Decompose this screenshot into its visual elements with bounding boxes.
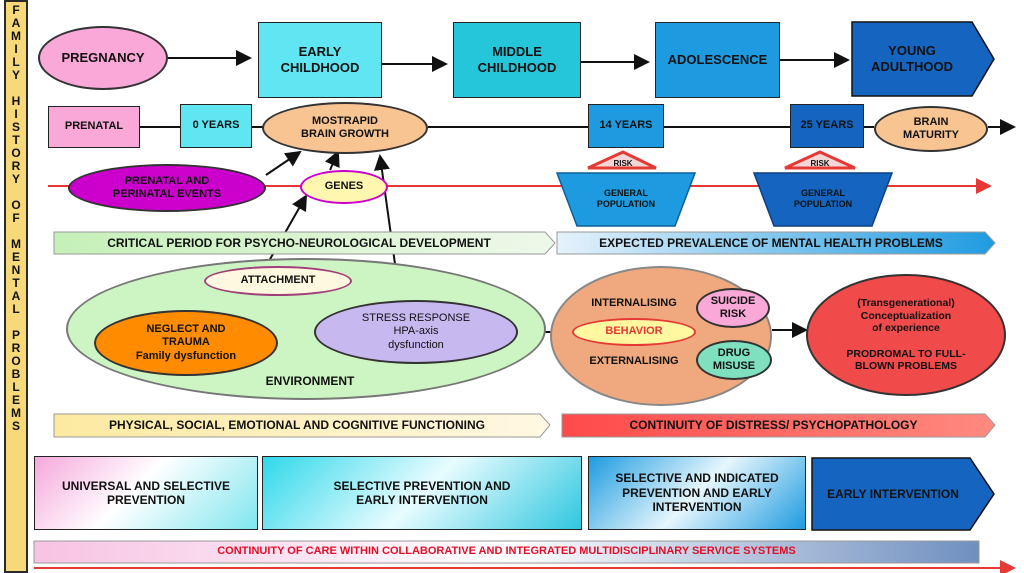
pregnancy-stage: PREGNANCY bbox=[38, 26, 168, 90]
neglect-trauma: NEGLECT AND TRAUMA Family dysfunction bbox=[94, 310, 278, 376]
brain-maturity: BRAIN MATURITY bbox=[874, 106, 988, 152]
fourteen-years-box: 14 YEARS bbox=[588, 104, 664, 148]
family-history-sidebar: F A M I L Y H I S T O R Y O F M E N T A … bbox=[4, 0, 28, 573]
critical-period-banner-shape bbox=[53, 231, 556, 255]
critical-period-banner: CRITICAL PERIOD FOR PSYCHO-NEUROLOGICAL … bbox=[107, 235, 491, 250]
middle-childhood-stage: MIDDLE CHILDHOOD bbox=[453, 22, 581, 98]
internalising-label: INTERNALISING bbox=[591, 297, 677, 310]
risk-triangle-25 bbox=[784, 150, 856, 170]
sidebar-label: F A M I L Y H I S T O R Y O F M E N T A … bbox=[11, 3, 21, 433]
attachment: ATTACHMENT bbox=[204, 266, 352, 296]
twentyfive-years-box: 25 YEARS bbox=[790, 104, 864, 148]
selective-prevention-early-intervention: SELECTIVE PREVENTION AND EARLY INTERVENT… bbox=[262, 456, 582, 530]
functioning-banner: PHYSICAL, SOCIAL, EMOTIONAL AND COGNITIV… bbox=[108, 418, 485, 433]
drug-misuse: DRUG MISUSE bbox=[696, 340, 772, 380]
continuity-distress-banner: CONTINUITY OF DISTRESS/ PSYCHOPATHOLOGY bbox=[629, 418, 918, 433]
outcome-ellipse: (Transgenerational) Conceptualization of… bbox=[806, 274, 1006, 396]
most-rapid-brain-growth: MOSTRAPID BRAIN GROWTH bbox=[262, 102, 428, 154]
behavior-ellipse: BEHAVIOR bbox=[572, 318, 696, 346]
selective-indicated-prevention: SELECTIVE AND INDICATED PREVENTION AND E… bbox=[588, 456, 806, 530]
early-childhood-stage: EARLY CHILDHOOD bbox=[258, 22, 382, 98]
functioning-banner-shape bbox=[53, 413, 551, 438]
suicide-risk: SUICIDE RISK bbox=[696, 288, 770, 328]
early-intervention: EARLY INTERVENTION bbox=[827, 486, 959, 501]
prenatal-perinatal-events: PRENATAL AND PERINATAL EVENTS bbox=[68, 164, 266, 212]
general-population-14: GENERAL POPULATION bbox=[596, 188, 656, 209]
risk-label-14: RISK bbox=[613, 159, 633, 169]
externalising-label: EXTERNALISING bbox=[589, 355, 679, 368]
continuity-of-care-footer: CONTINUITY OF CARE WITHIN COLLABORATIVE … bbox=[217, 545, 796, 558]
prevalence-banner-shape bbox=[556, 231, 996, 255]
risk-label-25: RISK bbox=[810, 159, 830, 169]
universal-selective-prevention: UNIVERSAL AND SELECTIVE PREVENTION bbox=[34, 456, 258, 530]
distress-banner-shape bbox=[561, 413, 996, 438]
expected-prevalence-banner: EXPECTED PREVALENCE OF MENTAL HEALTH PRO… bbox=[599, 235, 943, 250]
risk-triangle-14 bbox=[587, 150, 657, 170]
general-population-25: GENERAL POPULATION bbox=[793, 188, 853, 209]
prenatal-box: PRENATAL bbox=[48, 106, 140, 148]
zero-years-box: 0 YEARS bbox=[180, 104, 252, 148]
young-adulthood-stage: YOUNG ADULTHOOD bbox=[870, 43, 954, 74]
adolescence-stage: ADOLESCENCE bbox=[655, 22, 780, 98]
stress-response: STRESS RESPONSE HPA-axis dysfunction bbox=[314, 300, 518, 364]
genes: GENES bbox=[300, 170, 388, 204]
environment-label: ENVIRONMENT bbox=[265, 373, 355, 388]
